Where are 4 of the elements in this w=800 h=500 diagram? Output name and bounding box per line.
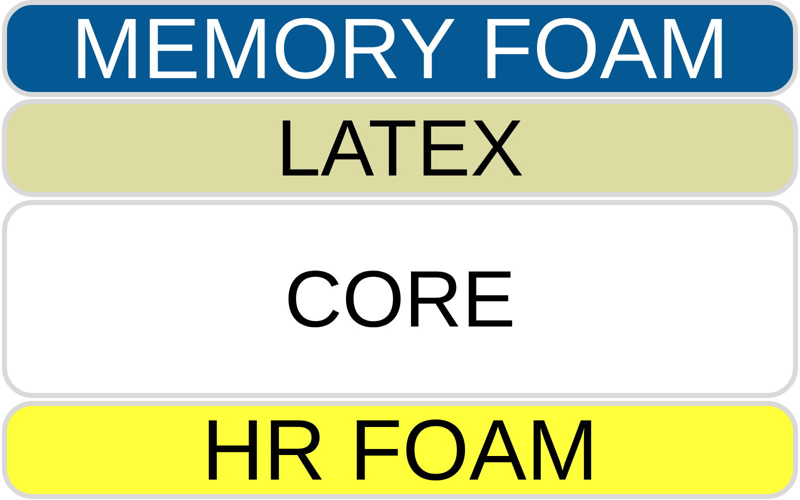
mattress-layer: HR FOAM [2, 400, 798, 499]
mattress-layer: LATEX [2, 99, 798, 197]
mattress-layer: CORE [2, 200, 798, 398]
mattress-layer: MEMORY FOAM [2, 0, 798, 97]
